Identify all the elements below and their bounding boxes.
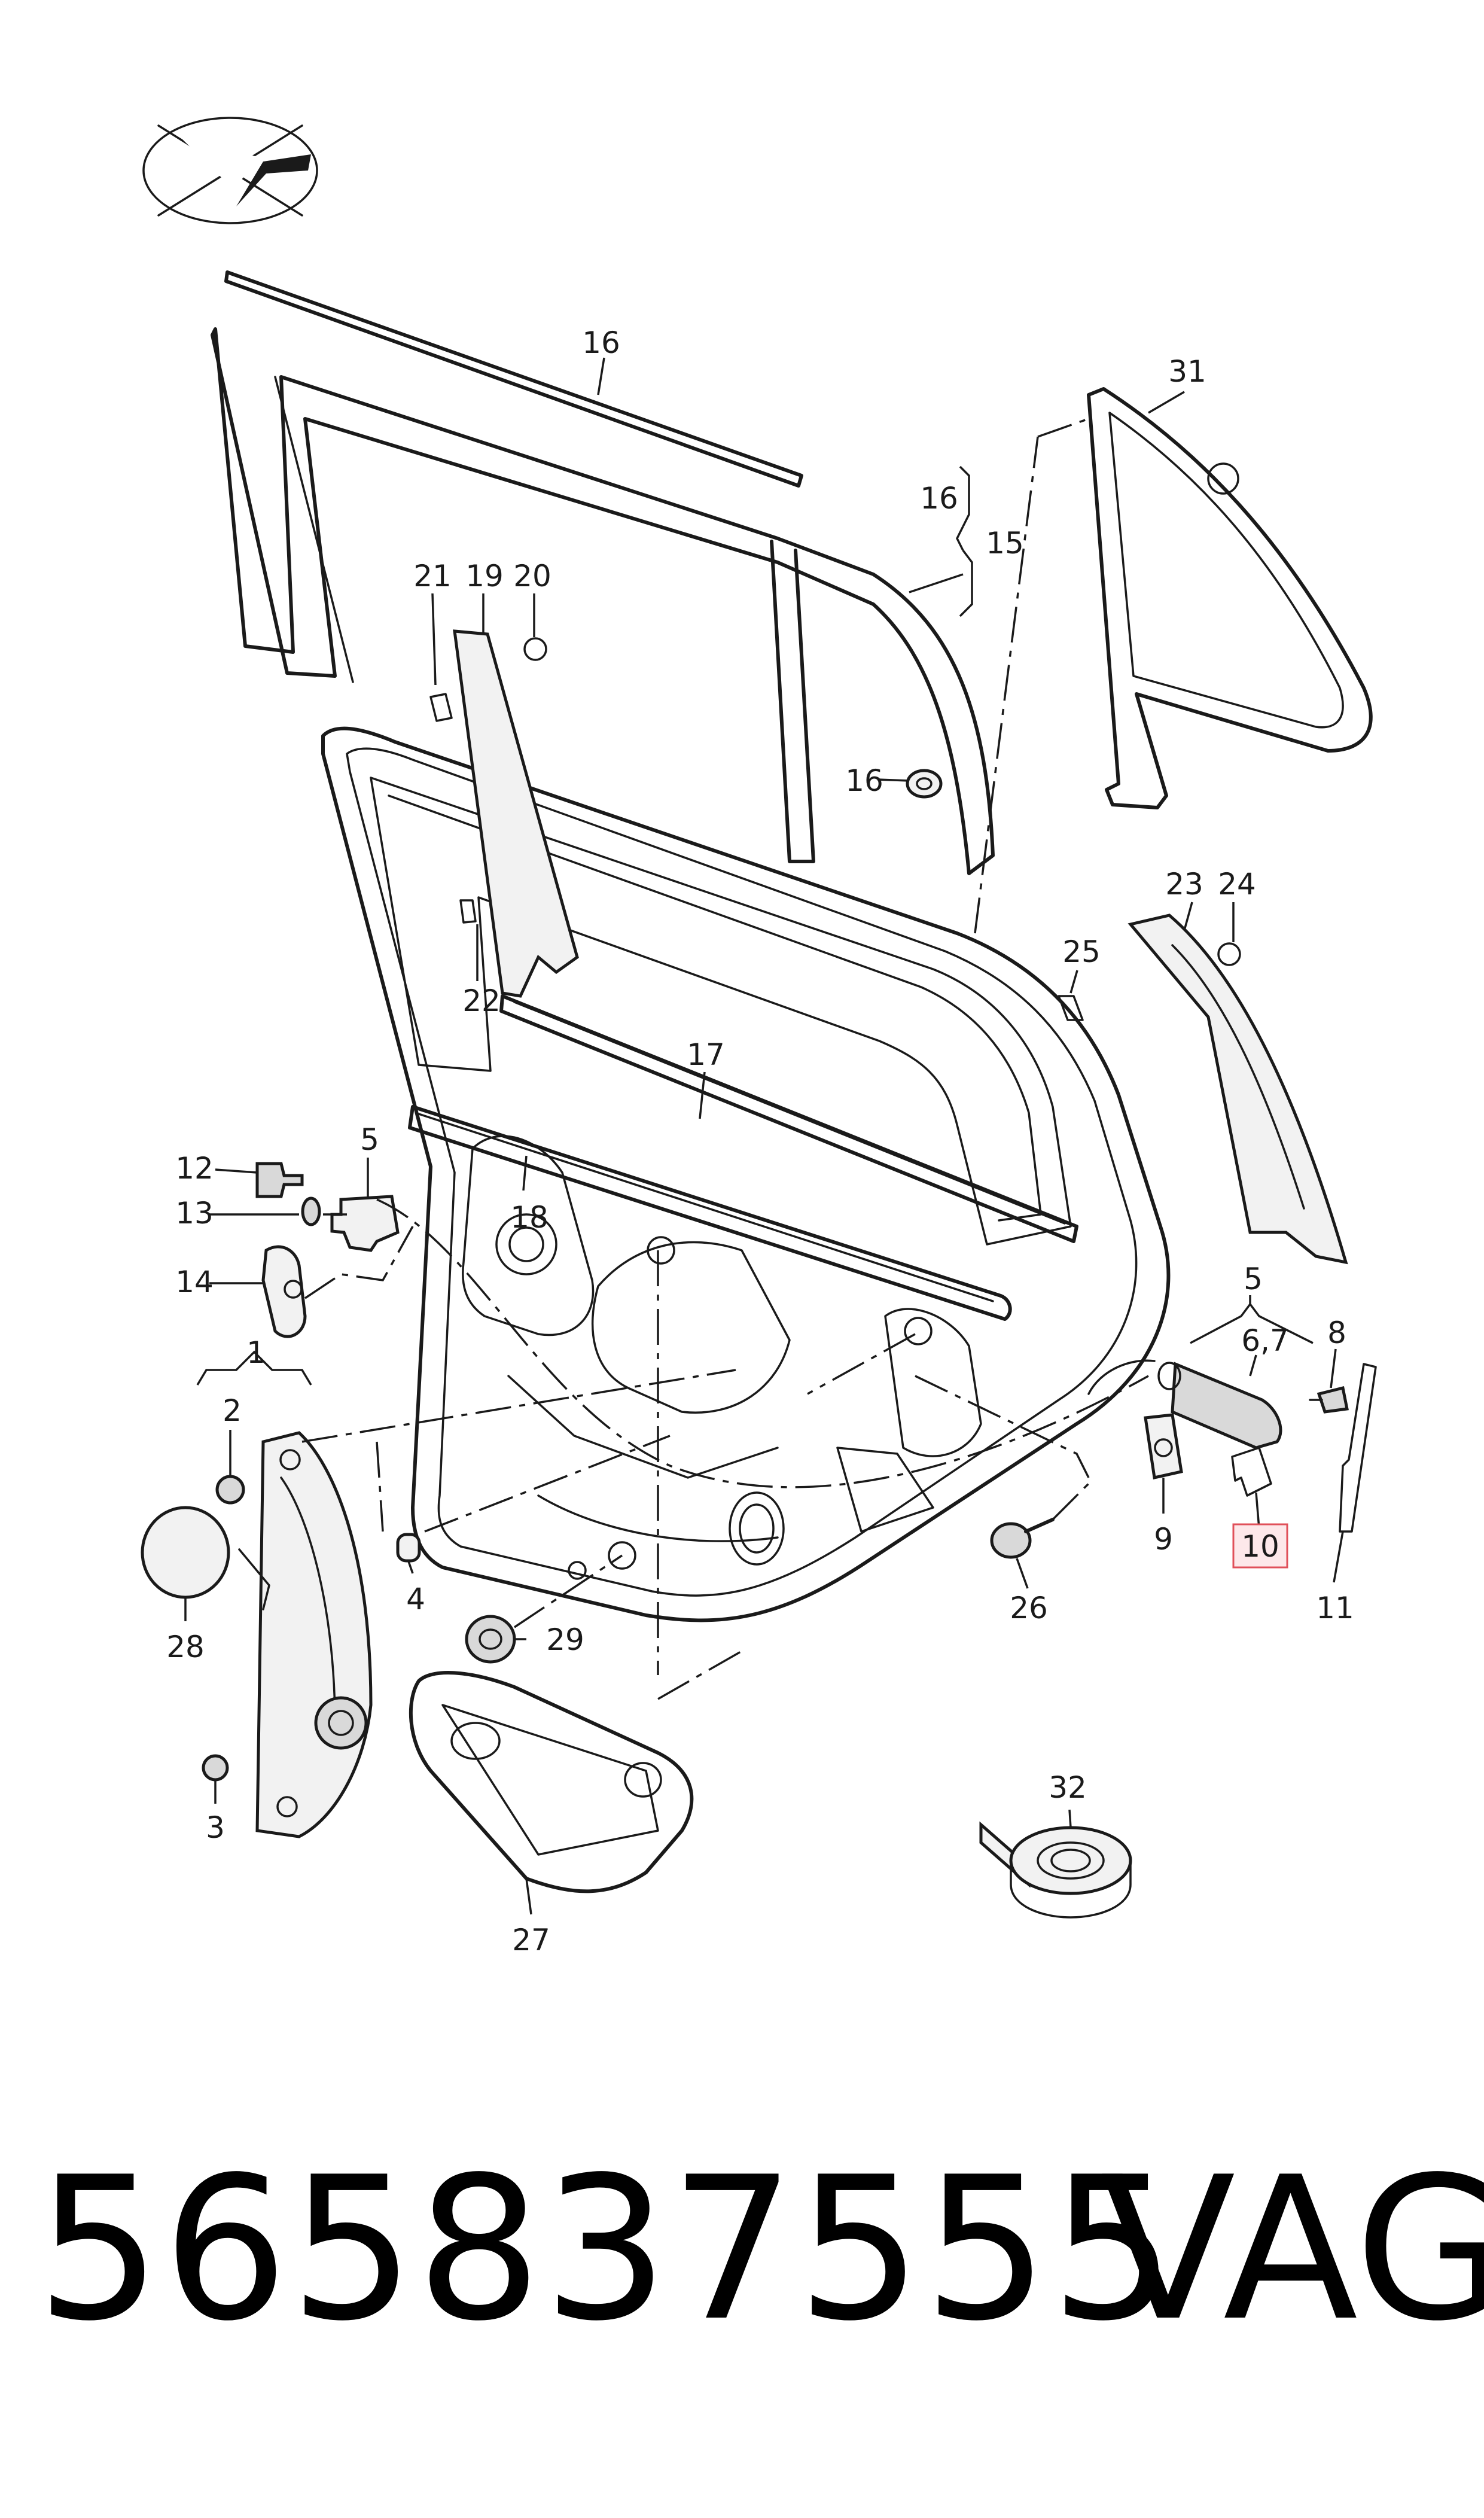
callout-28: 27	[512, 1923, 550, 1957]
part-32-adhesive-tape	[979, 1821, 1132, 1919]
callout-27: 26	[1010, 1591, 1048, 1625]
part-29-cover-cap	[141, 1506, 230, 1599]
part-4-bump-stop	[396, 1533, 421, 1563]
part-11-trim	[1339, 1363, 1377, 1533]
callout-10: 10	[1241, 1529, 1279, 1564]
leader-lines	[184, 357, 1344, 1915]
part-1-window-regulator	[238, 1431, 373, 1838]
callout-16-top: 16	[920, 481, 958, 516]
callout-30: 29	[546, 1622, 584, 1657]
directional-arrow-logo-icon	[142, 117, 318, 224]
callout-5-right: 5	[1244, 1262, 1263, 1296]
part-9-bracket	[1144, 1413, 1183, 1480]
part-31-quarter-window	[1087, 387, 1373, 809]
door-shell	[321, 726, 1171, 1622]
callout-8: 8	[1327, 1316, 1346, 1350]
part-3-nut	[202, 1754, 229, 1782]
callout-19: 18	[510, 1200, 548, 1235]
callout-15: 15	[986, 526, 1024, 561]
part-18-inner-seal	[499, 994, 1078, 1243]
part-27-screw	[990, 1518, 1055, 1559]
part-30-grommet	[465, 1615, 516, 1664]
callout-12: 12	[175, 1151, 214, 1186]
callout-22: 21	[413, 559, 452, 593]
callout-29: 28	[166, 1630, 205, 1664]
callout-5-left: 5	[360, 1122, 379, 1157]
assembly-lines	[301, 418, 1149, 1700]
callout-23: 22	[462, 984, 501, 1018]
part-17-frame-trim	[224, 270, 803, 488]
callout-3: 3	[206, 1810, 225, 1845]
callout-18: 17	[687, 1037, 725, 1072]
part-13-clip	[301, 1196, 321, 1226]
callout-24: 23	[1165, 867, 1203, 902]
callout-4: 4	[406, 1582, 425, 1616]
part-number: 565837555	[36, 2135, 1177, 2364]
part-19-outer-seal	[408, 1105, 1012, 1321]
callout-9: 9	[1154, 1522, 1173, 1557]
part-20-pillar-trim	[429, 629, 579, 998]
callout-11: 11	[1316, 1591, 1354, 1625]
brand-name: VAG	[1101, 2135, 1484, 2364]
callout-1: 1	[246, 1335, 266, 1370]
callout-21: 20	[513, 559, 551, 593]
callout-31: 31	[1168, 354, 1206, 389]
callout-26: 25	[1062, 934, 1101, 969]
part-8-screw	[1309, 1386, 1349, 1414]
part-6-7-lock-cylinder	[1087, 1359, 1282, 1450]
part-10-seal	[1231, 1447, 1272, 1497]
part-26-clip	[1058, 995, 1084, 1021]
callout-20: 19	[465, 559, 504, 593]
part-24-rear-pillar-trim	[1128, 914, 1348, 1265]
callout-16-clip: 16	[845, 763, 883, 798]
callout-2: 2	[223, 1393, 242, 1428]
part-28-damping-panel	[409, 1671, 694, 1893]
callout-32: 32	[1049, 1770, 1087, 1805]
callout-25: 24	[1218, 867, 1256, 902]
callout-13: 13	[175, 1196, 214, 1231]
part-2-nut	[215, 1475, 245, 1505]
callout-6-7: 6,7	[1241, 1323, 1289, 1358]
part-14-gasket	[261, 1245, 307, 1338]
callout-14: 14	[175, 1265, 214, 1299]
part-12-screw	[255, 1162, 304, 1198]
part-16-clip	[906, 769, 943, 799]
callout-labels: 16 31 16 15 21 19 20 16 23 24 22 25 17 5…	[166, 325, 1354, 1957]
highlight-box-10	[1232, 1523, 1288, 1569]
callout-17: 16	[582, 325, 620, 360]
part-15-window-channel	[211, 327, 995, 875]
